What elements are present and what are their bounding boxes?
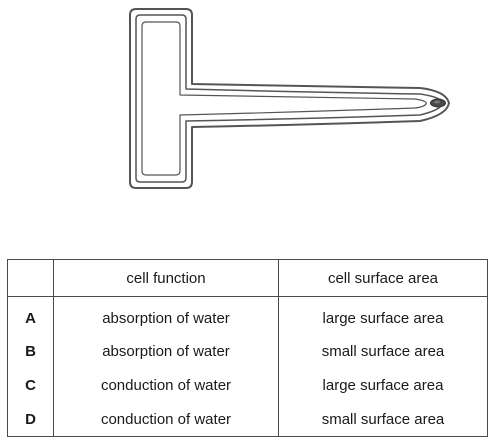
option-letter: B <box>7 334 54 369</box>
header-cell-surface-area: cell surface area <box>278 259 488 297</box>
table-row: D conduction of water small surface area <box>7 402 488 437</box>
vacuole-outline <box>141 21 427 176</box>
answer-options-table: cell function cell surface area A absorp… <box>7 259 488 437</box>
table-row: C conduction of water large surface area <box>7 368 488 402</box>
header-option <box>7 259 54 297</box>
table-row: A absorption of water large surface area <box>7 296 488 335</box>
cell-function-value: absorption of water <box>53 334 279 369</box>
surface-area-value: large surface area <box>278 368 488 402</box>
header-cell-function: cell function <box>53 259 279 297</box>
cell-function-value: conduction of water <box>53 368 279 402</box>
surface-area-value: small surface area <box>278 402 488 437</box>
cell-wall-outline <box>129 8 450 189</box>
option-letter: A <box>7 296 54 335</box>
cell-membrane-outline <box>135 14 444 183</box>
option-letter: C <box>7 368 54 402</box>
table-header-row: cell function cell surface area <box>7 259 488 297</box>
surface-area-value: small surface area <box>278 334 488 369</box>
cell-function-value: conduction of water <box>53 402 279 437</box>
table-row: B absorption of water small surface area <box>7 334 488 369</box>
surface-area-value: large surface area <box>278 296 488 335</box>
cell-function-value: absorption of water <box>53 296 279 335</box>
option-letter: D <box>7 402 54 437</box>
root-hair-cell-icon <box>129 8 450 189</box>
